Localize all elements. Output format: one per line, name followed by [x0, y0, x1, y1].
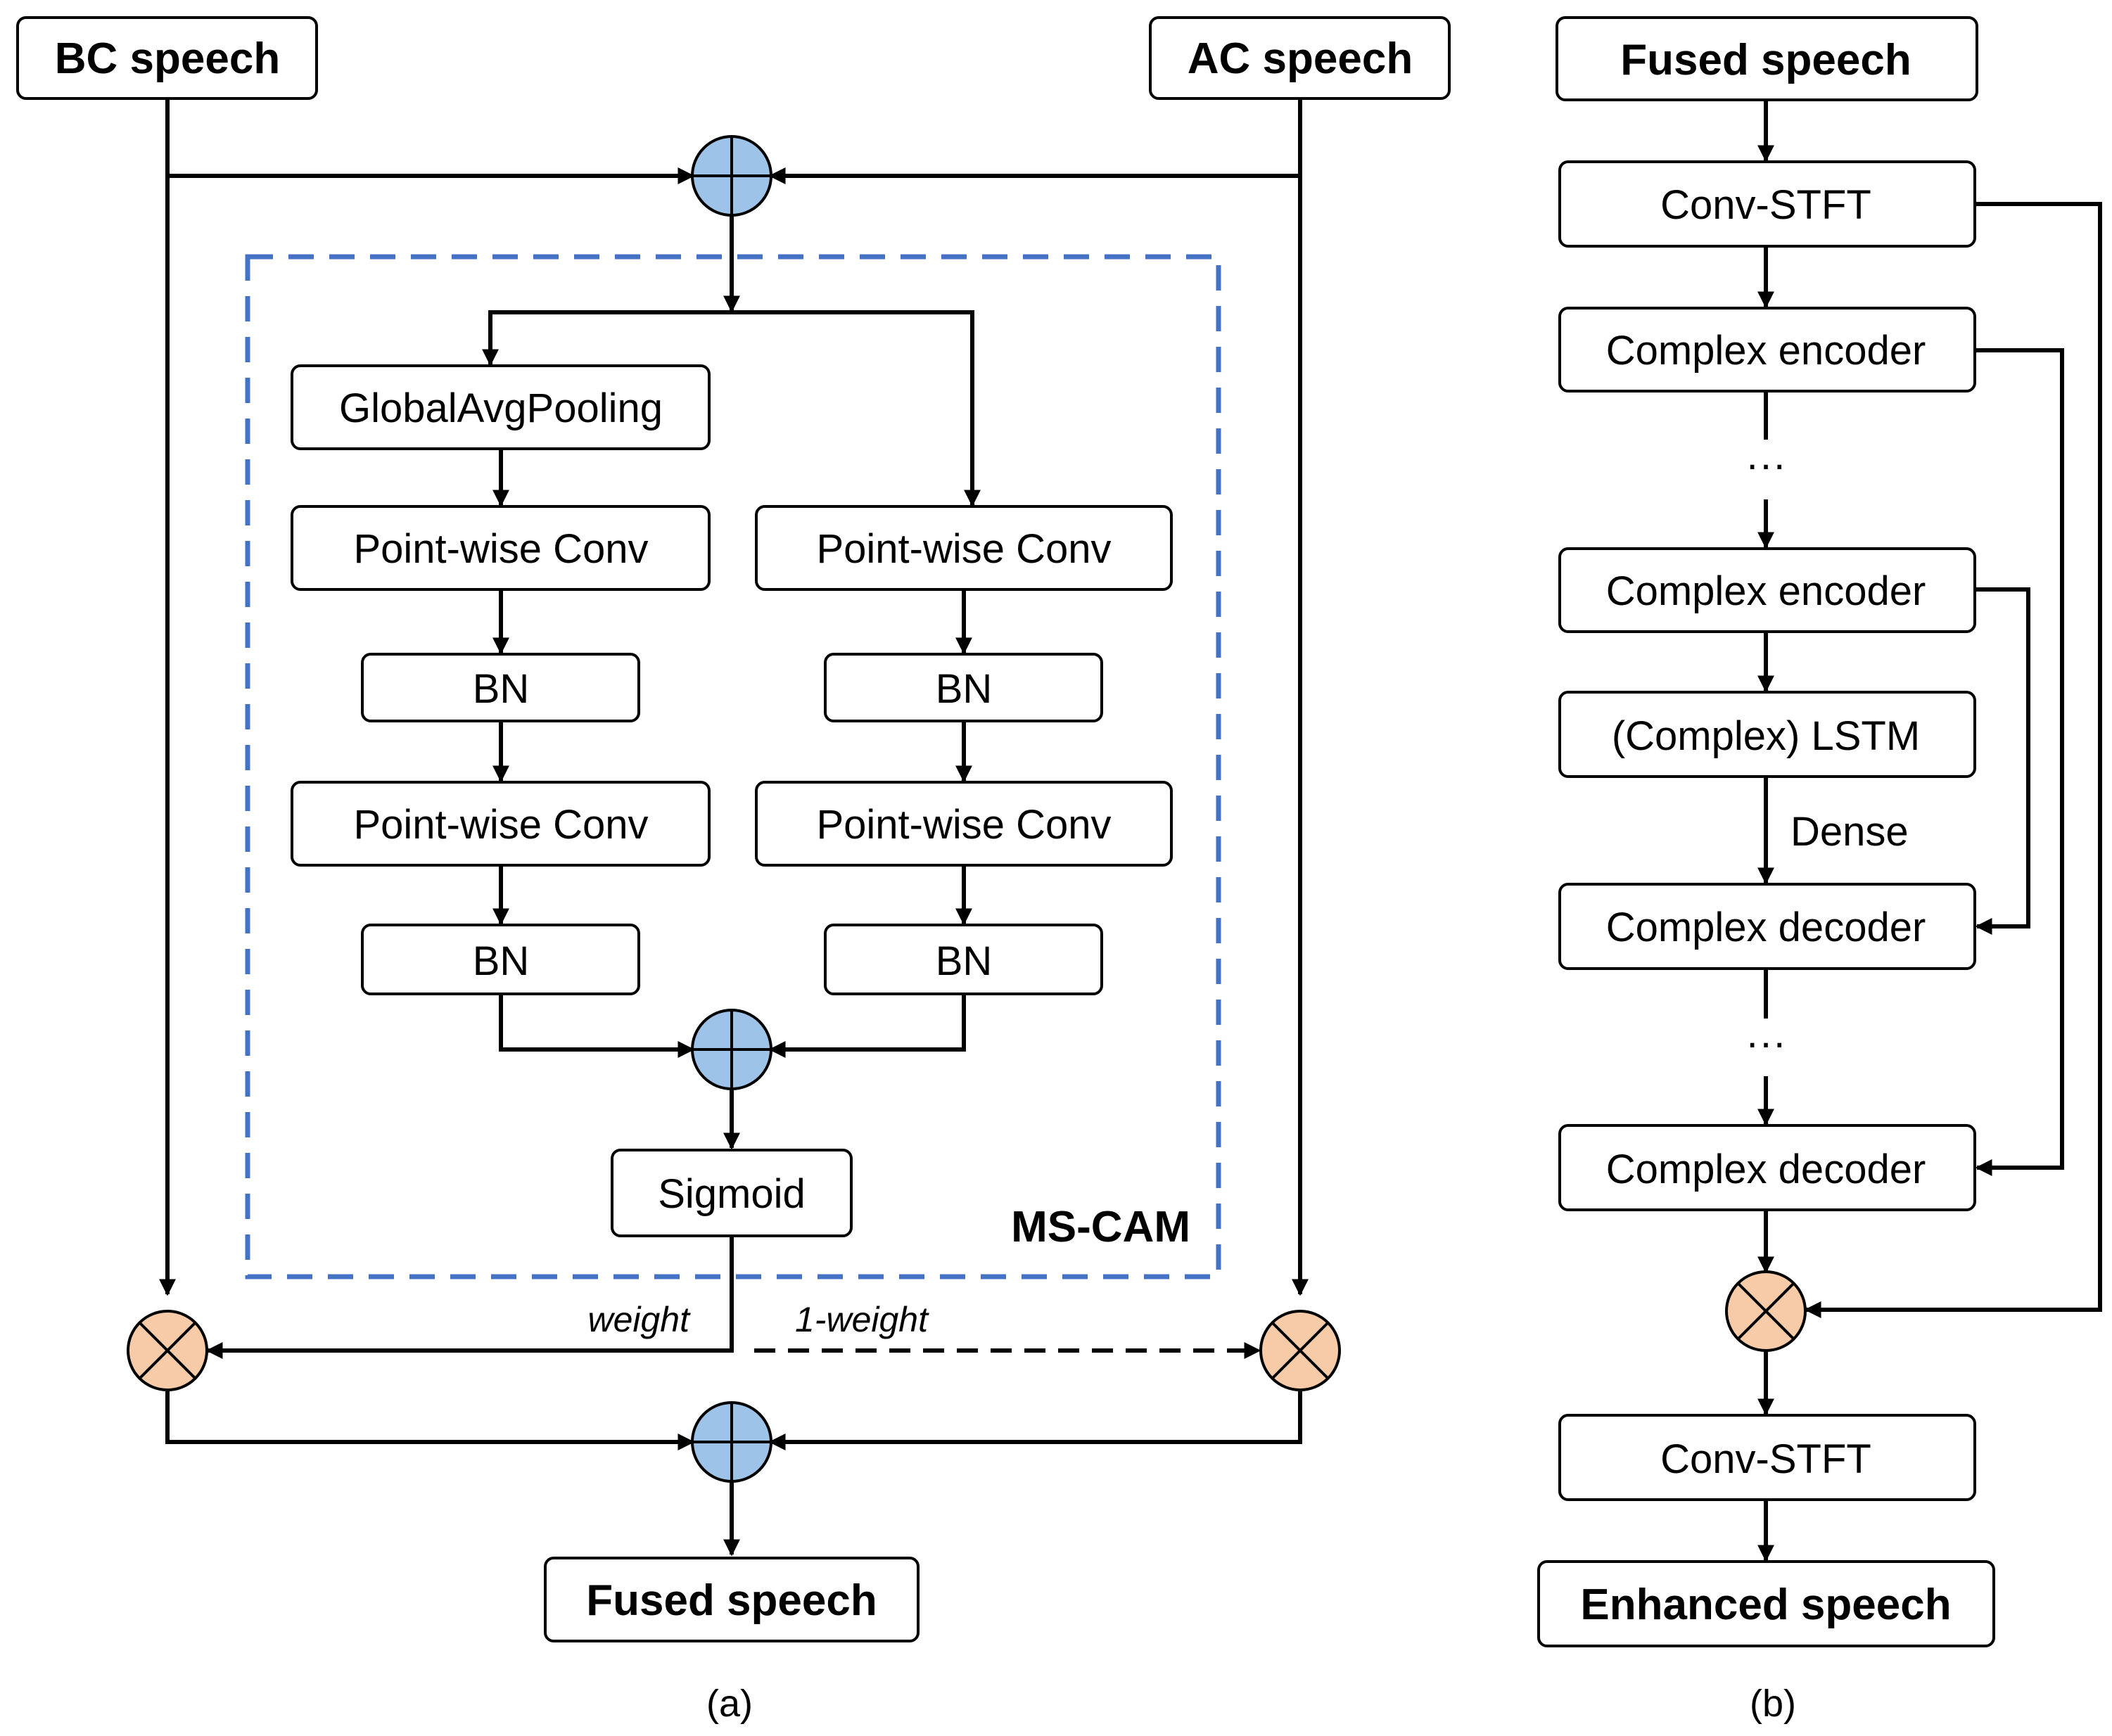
fused-speech-output-label: Fused speech [586, 1576, 877, 1625]
right-bn-1-label: BN [936, 666, 993, 712]
b-fused-speech-label: Fused speech [1620, 36, 1911, 84]
skip-encoder-2-to-decoder-1 [1975, 587, 2030, 935]
circle-times-icon [1725, 1270, 1807, 1352]
left-bn-2-label: BN [473, 938, 530, 984]
l-bn-to-add-line [499, 994, 695, 1058]
complex-decoder-2-box [1558, 1124, 1976, 1211]
enhanced-speech-box [1537, 1560, 1995, 1647]
fused-speech-output-box [544, 1557, 920, 1642]
right-bn-1-box [824, 653, 1103, 722]
complex-encoder-1-label: Complex encoder [1606, 328, 1926, 374]
circle-times-icon [1259, 1310, 1341, 1391]
encoder-ellipsis: ··· [1745, 442, 1786, 487]
skip-encoder-1-to-decoder-2 [1975, 348, 2064, 1176]
left-conv-2-box [291, 781, 711, 867]
skip-stft-to-mult [1804, 202, 2102, 1318]
conv-stft-bottom-label: Conv-STFT [1660, 1436, 1871, 1482]
global-avg-pooling-box [291, 364, 711, 450]
conv-stft-bottom-box [1558, 1414, 1976, 1501]
complex-decoder-2-label: Complex decoder [1606, 1147, 1926, 1192]
ac-speech-box [1149, 16, 1451, 100]
caption-a: (a) [706, 1683, 753, 1725]
ms-cam-label: MS-CAM [1011, 1203, 1190, 1251]
complex-encoder-2-label: Complex encoder [1606, 568, 1926, 614]
split-right-line [732, 310, 981, 507]
complex-encoder-2-box [1558, 547, 1976, 633]
left-bn-2-box [361, 924, 640, 995]
left-conv-1-label: Point-wise Conv [353, 526, 648, 572]
mult-right-to-add-line [768, 1391, 1302, 1450]
complex-lstm-label: (Complex) LSTM [1612, 713, 1920, 759]
dense-label: Dense [1790, 809, 1909, 855]
bc-speech-label: BC speech [55, 34, 280, 83]
sigmoid-box [611, 1149, 853, 1237]
weight-line [205, 1236, 734, 1359]
complex-encoder-1-box [1558, 307, 1976, 392]
circle-plus-icon [691, 1401, 772, 1483]
circle-times-icon [127, 1310, 208, 1391]
left-bn-1-box [361, 653, 640, 722]
right-conv-2-box [755, 781, 1173, 867]
split-left-line [482, 310, 732, 366]
left-conv-1-box [291, 505, 711, 591]
right-conv-1-box [755, 505, 1173, 591]
decoder-ellipsis: ··· [1745, 1020, 1786, 1066]
conv-stft-top-box [1558, 160, 1976, 248]
left-bn-1-label: BN [473, 666, 530, 712]
circle-plus-icon [691, 135, 772, 217]
one-minus-weight-label: 1-weight [795, 1300, 929, 1339]
panel-b: Fused speech Conv-STFT Complex encoder ·… [1537, 16, 2102, 1725]
complex-lstm-box [1558, 691, 1976, 778]
bc-speech-box [16, 16, 318, 100]
complex-decoder-1-label: Complex decoder [1606, 905, 1926, 950]
ac-speech-label: AC speech [1188, 34, 1413, 83]
sigmoid-label: Sigmoid [658, 1171, 806, 1217]
caption-b: (b) [1750, 1683, 1796, 1725]
global-avg-pooling-label: GlobalAvgPooling [339, 385, 663, 431]
right-conv-1-label: Point-wise Conv [816, 526, 1111, 572]
ms-cam-frame [245, 254, 1221, 1279]
b-fused-speech-box [1556, 16, 1978, 101]
conv-stft-top-label: Conv-STFT [1660, 182, 1871, 228]
circle-plus-icon [691, 1009, 772, 1090]
left-conv-2-label: Point-wise Conv [353, 802, 648, 848]
enhanced-speech-label: Enhanced speech [1580, 1581, 1951, 1629]
right-conv-2-label: Point-wise Conv [816, 802, 1111, 848]
weight-label: weight [587, 1300, 691, 1339]
complex-decoder-1-box [1558, 883, 1976, 970]
mult-left-to-add-line [165, 1391, 695, 1450]
right-bn-2-box [824, 924, 1103, 995]
panel-a: BC speech AC speech GlobalAvgPooling Poi… [16, 16, 1451, 1725]
r-bn-to-add-line [768, 994, 966, 1058]
right-bn-2-label: BN [936, 938, 993, 984]
